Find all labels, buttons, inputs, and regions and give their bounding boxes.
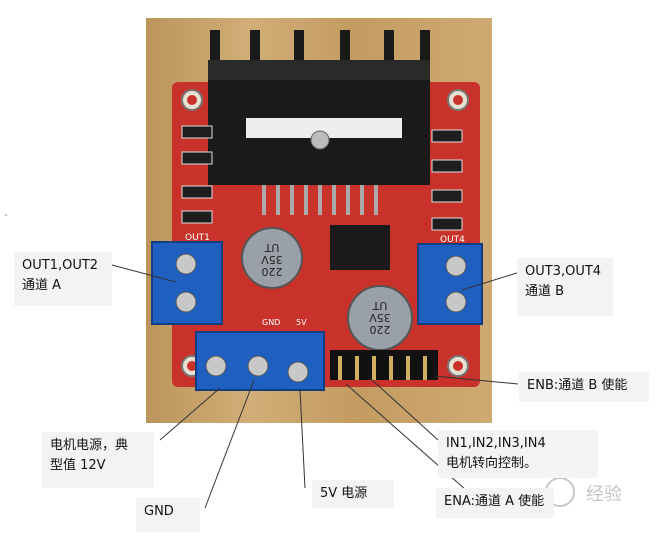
label-out12: OUT1,OUT2 通道 A	[14, 252, 112, 306]
voltage-regulator	[330, 225, 390, 270]
label-out34: OUT3,OUT4 通道 B	[517, 258, 613, 316]
terminal-out12	[151, 241, 223, 325]
diodes	[181, 125, 463, 231]
control-header-pins	[330, 350, 438, 380]
label-5v: 5V 电源	[312, 480, 394, 508]
label-gnd: GND	[136, 498, 200, 532]
terminal-power	[195, 331, 325, 391]
silk-gnd: GND	[262, 318, 280, 327]
silk-out4: OUT4	[440, 235, 465, 245]
driver-ic-pins	[262, 185, 378, 215]
svg-text:-: -	[4, 210, 8, 221]
label-enb: ENB:通道 B 使能	[519, 372, 649, 402]
label-motor-power: 电机电源，典 型值 12V	[42, 432, 154, 488]
capacitor-left: 22035VUT	[241, 227, 303, 289]
watermark-text: 经验	[586, 484, 622, 505]
label-ena: ENA:通道 A 使能	[436, 488, 554, 518]
heatsink-label-strip	[246, 118, 402, 138]
cap-left-text: 22035VUT	[261, 241, 283, 278]
label-inputs: IN1,IN2,IN3,IN4 电机转向控制。	[438, 430, 598, 478]
capacitor-right: 22035VUT	[347, 285, 413, 351]
cap-right-text: 22035VUT	[369, 299, 391, 336]
watermark-logo: 经验	[545, 477, 622, 507]
silk-out1: OUT1	[185, 233, 210, 243]
callout-lines	[107, 263, 521, 509]
silk-5v: 5V	[296, 318, 307, 327]
heatsink-screw	[310, 130, 330, 150]
terminal-out34	[417, 243, 483, 325]
